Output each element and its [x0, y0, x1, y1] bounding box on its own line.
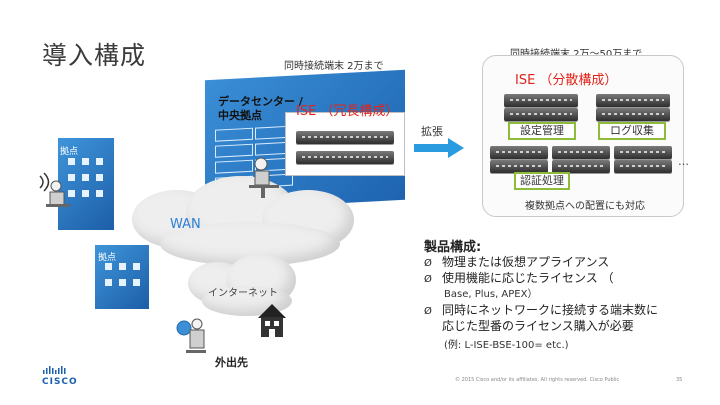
bullet-subtext: Base, Plus, APEX）: [444, 289, 538, 300]
bullet-text-line2: 応じた型番のライセンス購入が必要: [442, 319, 634, 333]
page-number: 35: [676, 377, 683, 383]
server-icon: [504, 108, 578, 121]
bullet-marker: Ø: [424, 258, 432, 269]
ise-redundant-label: ISE （冗長構成）: [296, 104, 399, 119]
more-indicator: …: [678, 155, 689, 168]
server-icon: [614, 160, 672, 173]
server-icon: [552, 146, 610, 159]
auth-box: 認証処理: [514, 172, 570, 190]
internet-label: インターネット: [208, 288, 278, 299]
slide-title: 導入構成: [42, 41, 147, 70]
log-collect-box: ログ収集: [598, 122, 666, 140]
cisco-logo-icon: [43, 366, 66, 374]
multi-site-caption: 複数拠点への配置にも対応: [525, 201, 645, 212]
user-desk-icon: [249, 157, 279, 198]
expand-label: 拡張: [421, 125, 443, 138]
bullet-marker: Ø: [424, 274, 432, 285]
server-icon: [596, 108, 670, 121]
cisco-logo-text: CISCO: [42, 377, 78, 387]
server-icon: [490, 146, 548, 159]
right-arrow-icon: [414, 138, 464, 158]
caption-concurrent-500k: 同時接続端末 2万～50万まで: [510, 45, 642, 60]
branch-label: 拠点: [98, 253, 117, 263]
mobile-user-icon: [176, 318, 206, 353]
central-site-label: 中央拠点: [218, 109, 262, 122]
product-config-title: 製品構成:: [424, 240, 482, 255]
outside-label: 外出先: [215, 356, 248, 369]
server-icon: [552, 160, 610, 173]
bullet-item: Ø 使用機能に応じたライセンス （: [424, 269, 614, 286]
home-icon: [258, 304, 286, 337]
ise-redundant-panel: [285, 112, 405, 176]
bullet-item: Ø 物理または仮想アプライアンス: [424, 253, 609, 270]
server-icon: [596, 94, 670, 107]
branch-building: [58, 138, 114, 230]
bullet-item: Ø 同時にネットワークに接続する端末数に: [424, 301, 658, 318]
server-icon: [296, 151, 394, 164]
ise-distributed-label: ISE （分散構成）: [515, 73, 618, 88]
branch-building: [95, 245, 149, 309]
config-mgmt-box: 設定管理: [508, 122, 576, 140]
wan-label: WAN: [170, 217, 201, 232]
bullet-marker: Ø: [424, 306, 432, 317]
caption-concurrent-20k: 同時接続端末 2万まで: [284, 61, 384, 72]
server-icon: [614, 146, 672, 159]
bullet-text: 使用機能に応じたライセンス （: [442, 271, 614, 285]
datacenter-label: データセンター /: [218, 95, 303, 108]
bullet-subtext: (例: L-ISE-BSE-100= etc.): [444, 340, 569, 351]
copyright-footer: © 2015 Cisco and/or its affiliates. All …: [455, 377, 620, 383]
server-icon: [490, 160, 548, 173]
bullet-text: 物理または仮想アプライアンス: [442, 255, 610, 269]
user-laptop-icon: [39, 172, 70, 207]
server-icon: [504, 94, 578, 107]
branch-label: 拠点: [60, 147, 79, 157]
server-icon: [296, 131, 394, 144]
bullet-text: 同時にネットワークに接続する端末数に: [442, 303, 659, 317]
